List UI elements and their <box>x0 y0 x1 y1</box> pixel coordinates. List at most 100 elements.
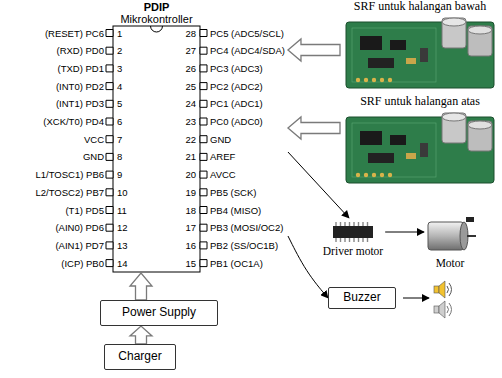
speaker-icon <box>434 301 452 318</box>
pin-name: (XCK/T0) PD4 <box>43 116 104 127</box>
ic-pins <box>336 222 368 242</box>
chip-notch <box>151 26 163 32</box>
pin-name: (TXD) PD1 <box>58 63 104 74</box>
motor-shaft <box>467 235 476 237</box>
signal-arrow <box>288 236 328 298</box>
pin-number: 7 <box>117 134 122 145</box>
pin-name: PB4 (MISO) <box>210 205 261 216</box>
sensor-module: SRF untuk halangan bawah <box>340 0 500 92</box>
pin-name: AREF <box>210 151 235 162</box>
pin-number: 10 <box>117 187 128 198</box>
pin-number: 13 <box>117 240 128 251</box>
pin-number: 20 <box>185 169 196 180</box>
pin-name: PC5 (ADC5/SCL) <box>210 28 284 39</box>
pin-name: VCC <box>84 134 104 145</box>
srf-module-picture <box>346 18 494 88</box>
pin-number: 5 <box>117 98 122 109</box>
pin-name: (RXD) PD0 <box>56 45 104 56</box>
sensor-module: SRF untuk halangan atas <box>340 95 500 187</box>
pin-number: 16 <box>185 240 196 251</box>
pin-number: 8 <box>117 151 122 162</box>
pin-name: GND <box>83 151 104 162</box>
pin-number: 9 <box>117 169 122 180</box>
pin-number: 15 <box>185 258 196 269</box>
signal-arrow <box>288 152 349 218</box>
module-label: SRF untuk halangan atas <box>360 95 480 109</box>
pin-number: 1 <box>117 28 122 39</box>
pin-name: PC1 (ADC1) <box>210 98 263 109</box>
pin-number: 27 <box>185 45 196 56</box>
pin-number: 11 <box>117 205 127 216</box>
pin-number: 25 <box>185 81 196 92</box>
pin-number: 4 <box>117 81 122 92</box>
speaker-body <box>434 286 439 293</box>
pin-name: PC3 (ADC3) <box>210 63 263 74</box>
pin-name: (T1) PD5 <box>65 205 104 216</box>
pin-name: (ICP) PB0 <box>61 258 104 269</box>
hollow-arrow <box>288 39 340 61</box>
pin-name: PC0 (ADC0) <box>210 116 263 127</box>
pin-name: (INT1) PD3 <box>56 98 104 109</box>
box-label: Buzzer <box>343 291 380 305</box>
pin-number: 17 <box>185 222 196 233</box>
pin-name: GND <box>210 134 231 145</box>
pin-name: AVCC <box>210 169 236 180</box>
pin-squares <box>200 30 207 267</box>
pin-squares <box>106 30 113 267</box>
sound-waves <box>447 303 452 316</box>
pin-name: PB5 (SCK) <box>210 187 256 198</box>
sound-waves <box>447 283 452 296</box>
pin-number: 19 <box>185 187 196 198</box>
pin-number: 2 <box>117 45 122 56</box>
pin-number: 3 <box>117 63 122 74</box>
pin-number: 18 <box>185 205 196 216</box>
hollow-arrow <box>130 273 152 300</box>
hollow-arrow <box>130 326 152 344</box>
pin-number: 24 <box>185 98 196 109</box>
speaker-cone <box>439 281 445 298</box>
box-label: Charger <box>118 350 161 364</box>
module-label: SRF untuk halangan bawah <box>354 0 486 14</box>
speaker-icon <box>434 281 452 298</box>
process-box: Charger <box>104 344 176 370</box>
pin-name: PB1 (OC1A) <box>210 258 263 269</box>
process-box: Power Supply <box>100 300 218 326</box>
component-label: Driver motor <box>323 245 383 258</box>
motor: Motor <box>424 216 476 270</box>
pin-name: PC2 (ADC2) <box>210 81 263 92</box>
microcontroller-chip: PDIPMikrokontroller <box>0 0 288 273</box>
motor-terminal <box>466 217 474 222</box>
signal-arrow <box>385 232 424 233</box>
pin-number: 14 <box>117 258 128 269</box>
box-label: Power Supply <box>122 306 196 320</box>
pin-name: (INT0) PD2 <box>56 81 104 92</box>
pin-name: L2/TOSC2) PB7 <box>36 187 104 198</box>
pin-name: (AIN0) PD6 <box>55 222 104 233</box>
pin-number: 28 <box>185 28 196 39</box>
srf-module-picture <box>346 113 494 183</box>
signal-arrow <box>403 298 429 299</box>
pin-number: 12 <box>117 222 128 233</box>
speaker-cone <box>439 301 445 318</box>
pin-name: PB2 (SS/OC1B) <box>210 240 278 251</box>
pin-name: PC4 (ADC4/SDA) <box>210 45 285 56</box>
pin-name: (RESET) PC6 <box>45 28 104 39</box>
pin-number: 6 <box>117 116 122 127</box>
pin-number: 23 <box>185 116 196 127</box>
chip-title: PDIP <box>144 1 170 14</box>
pin-name: L1/TOSC1) PB6 <box>36 169 104 180</box>
motor-symbol <box>428 222 464 250</box>
motor-endcap <box>460 222 468 250</box>
chip-subtitle: Mikrokontroller <box>120 13 192 26</box>
pin-number: 22 <box>185 134 196 145</box>
pin-number: 26 <box>185 63 196 74</box>
driver-ic: Driver motor <box>321 218 385 258</box>
driver-ic-symbol <box>333 226 373 238</box>
pin-number: 21 <box>185 151 196 162</box>
speaker-body <box>434 306 439 313</box>
pin-name: (AIN1) PD7 <box>55 240 104 251</box>
chip-body <box>113 26 200 272</box>
